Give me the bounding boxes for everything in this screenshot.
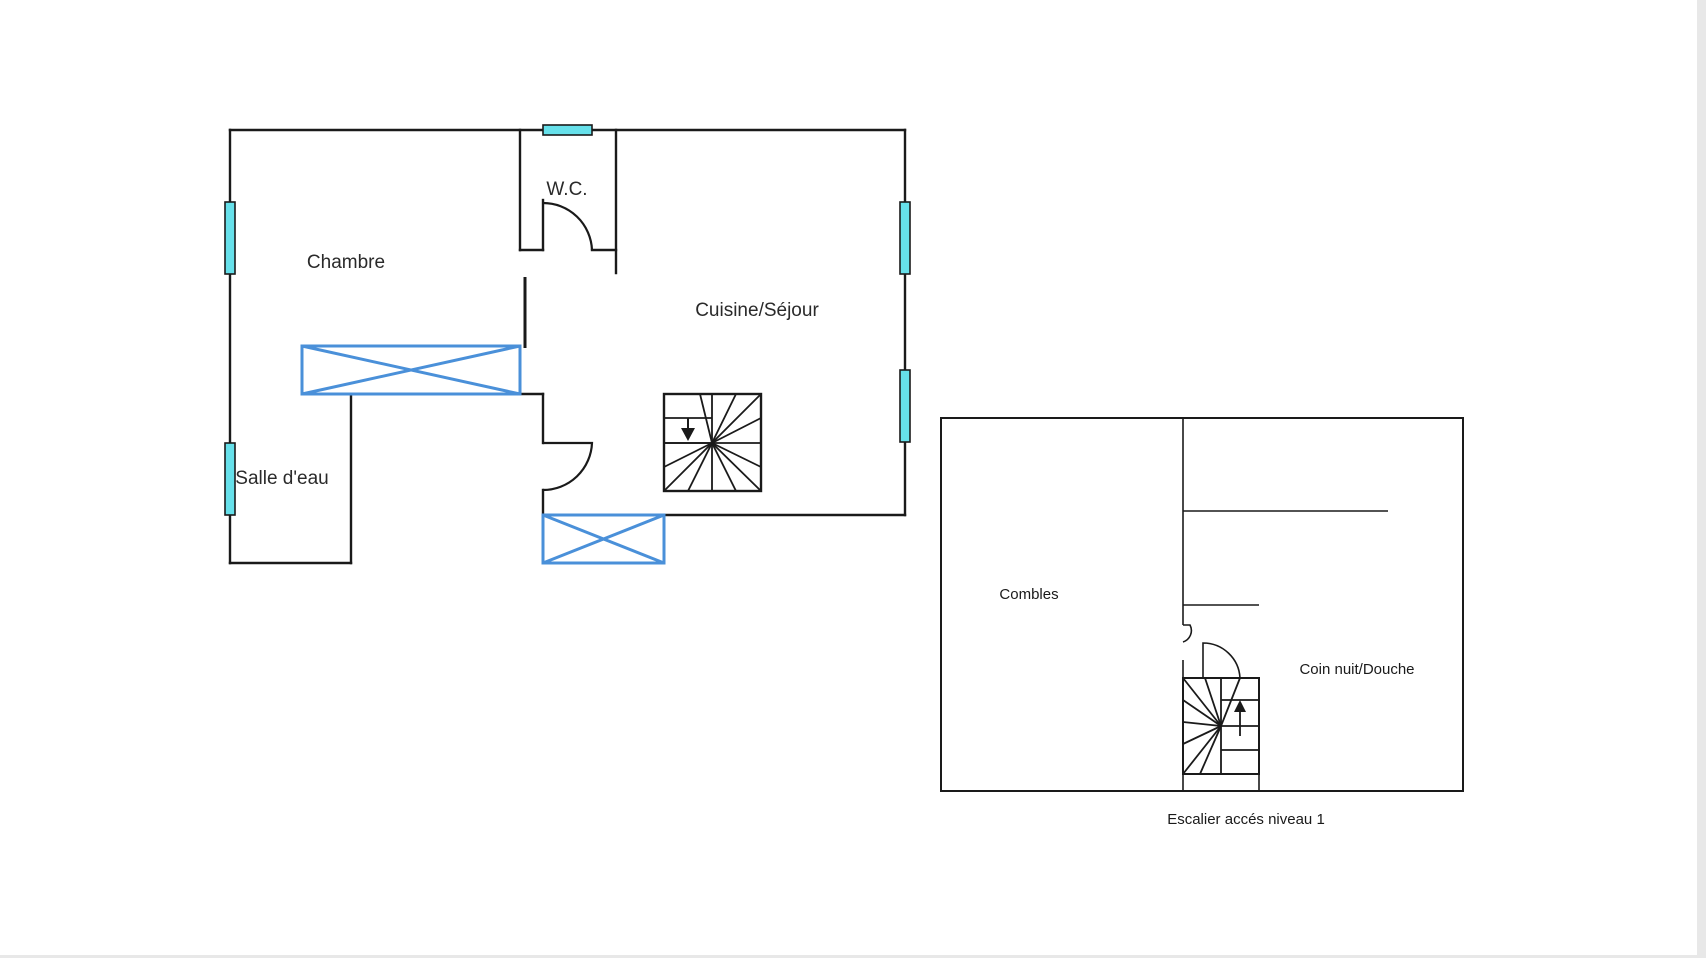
- upper-door-stair: [1202, 642, 1241, 679]
- stair-step-line: [711, 442, 737, 492]
- stair-step-line: [663, 442, 713, 492]
- stair-down-arrow-icon: [681, 428, 695, 441]
- page-edge-right: [1697, 0, 1706, 958]
- wardrobe-entrance: [541, 513, 666, 565]
- stair-step-line: [1182, 699, 1222, 727]
- staircase-ground: [662, 392, 763, 493]
- upper-floor-plan: Combles Coin nuit/Douche Escalier accés …: [940, 417, 1464, 828]
- window-chambre: [224, 201, 236, 275]
- stair-step-line: [1182, 677, 1222, 727]
- room-label-chambre: Chambre: [307, 252, 385, 273]
- stair-step-line: [1182, 725, 1222, 745]
- room-label-cuisine: Cuisine/Séjour: [695, 300, 819, 321]
- ground-floor-windows: [224, 124, 911, 516]
- wardrobe-chambre: [300, 344, 522, 396]
- ground-floor-plan: Chambre W.C. Cuisine/Séjour Salle d'eau: [224, 124, 911, 565]
- window-cuisine-bottom: [899, 369, 911, 443]
- wc-door-swing: [542, 201, 594, 251]
- stair-step-line: [711, 442, 762, 468]
- stair-step-line: [711, 393, 737, 444]
- stair-step-line: [1199, 725, 1222, 775]
- stair-step-line: [1204, 677, 1222, 727]
- stair-up-arrow-icon: [1234, 700, 1246, 712]
- room-label-combles: Combles: [999, 586, 1058, 603]
- window-salle-eau: [224, 442, 236, 516]
- stair-step-line: [1220, 677, 1241, 727]
- stair-step-line: [1182, 721, 1222, 727]
- hall-door-swing: [542, 441, 594, 492]
- stair-caption: Escalier accés niveau 1: [1167, 811, 1325, 828]
- stair-step-line: [663, 442, 713, 468]
- window-cuisine-top: [899, 201, 911, 275]
- page-edge-bottom: [0, 955, 1706, 958]
- stair-step-line: [711, 417, 762, 444]
- upper-door-small: [1182, 624, 1193, 643]
- stair-step-line: [711, 393, 762, 444]
- stair-step-line: [687, 442, 713, 492]
- room-label-salle-eau: Salle d'eau: [235, 468, 328, 489]
- room-label-coin-nuit: Coin nuit/Douche: [1299, 661, 1414, 678]
- stair-step-line: [711, 442, 762, 492]
- room-label-wc: W.C.: [546, 179, 587, 200]
- stair-step-line: [1182, 725, 1222, 775]
- window-top: [542, 124, 593, 136]
- staircase-upper: [1182, 677, 1260, 775]
